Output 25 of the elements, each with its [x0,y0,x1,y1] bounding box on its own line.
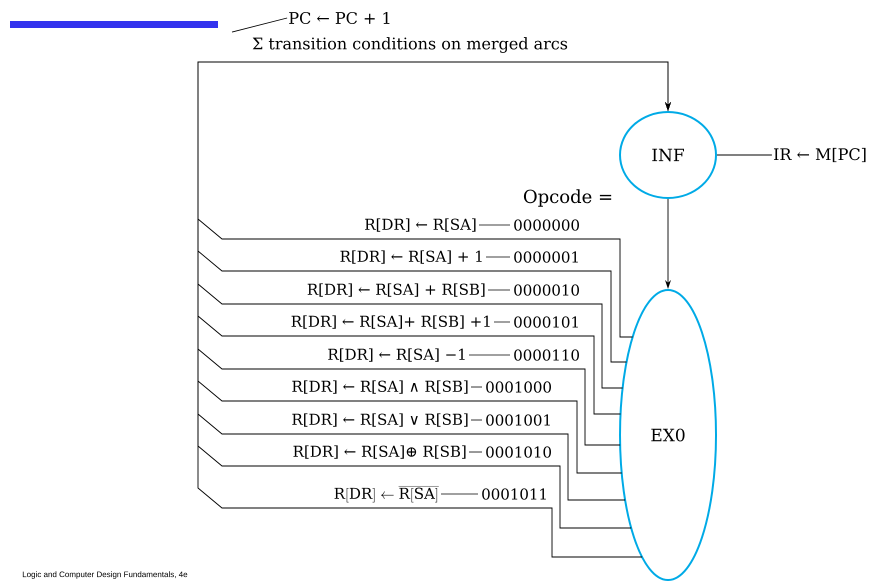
edge-label: 0001011 [482,488,546,500]
edge-label: 0000101 [514,316,578,328]
edge-label: 0001000 [486,381,551,393]
connector-line [716,154,772,156]
action-text: R[DR] ← R[SA] ∧ R[SB] [292,380,468,394]
heading-text: Opcode = [524,189,612,207]
action-text: R[DR] ← R[SA]+ R[SB] +1 [292,315,490,329]
action-text: R[DR] ← R[SA] + 1 [340,250,482,264]
footer-text: Logic and Computer Design Fundamentals, 4e [22,571,188,579]
action-text: $\mathrm{R[DR]} \leftarrow \overline{\mathrm{R[SA]}}$ [334,486,439,502]
edge-label: 0000010 [514,284,579,296]
edge-label: 0001010 [486,446,551,458]
edge-label: 0000110 [514,349,579,361]
action-text: R[DR] ← R[SA] ∨ R[SB] [292,413,468,427]
action-text: R[DR] ← R[SA] [365,218,476,232]
action-text: R[DR] ← R[SA] −1 [328,348,465,362]
leader-line [232,18,288,32]
note-text: Σ transition conditions on merged arcs [252,37,568,53]
action-text: R[DR] ← R[SA]⊕ R[SB] [293,445,466,459]
edge-label: 0000001 [514,251,578,263]
edge-label: 0000000 [514,219,579,231]
action-text: IR ← M[PC] [774,148,866,162]
edge-label: 0001001 [486,414,550,426]
action-text: R[DR] ← R[SA] + R[SB] [308,283,484,297]
action-text: PC ← PC + 1 [289,12,390,24]
